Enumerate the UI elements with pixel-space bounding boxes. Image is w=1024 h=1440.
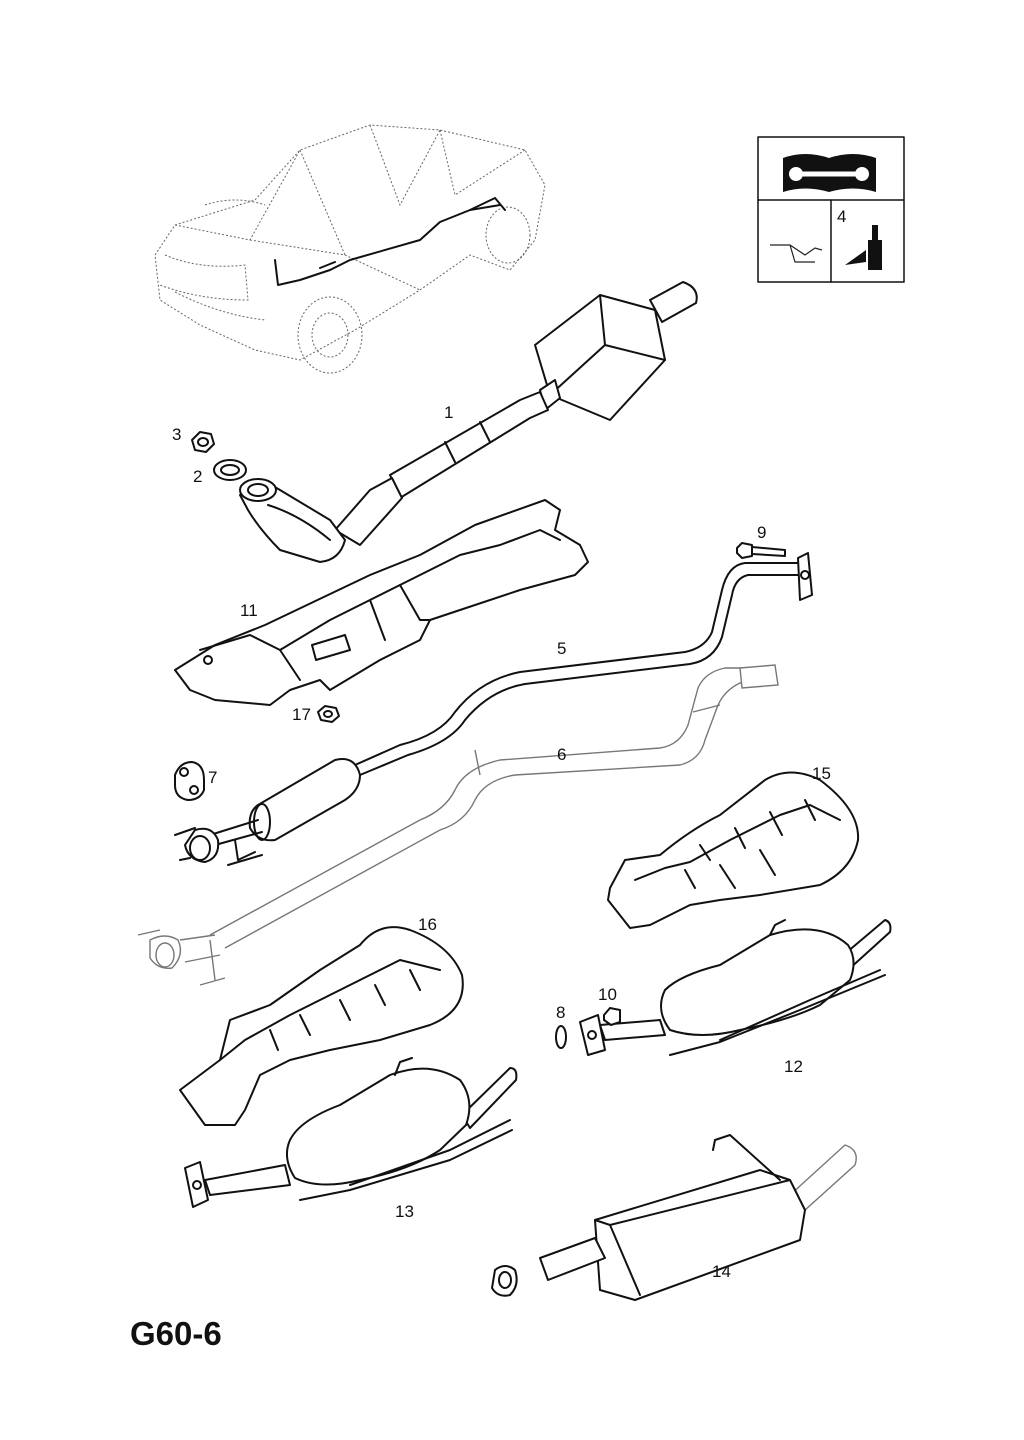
callout-14: 14 bbox=[712, 1262, 731, 1281]
callout-12: 12 bbox=[784, 1057, 803, 1076]
callout-17: 17 bbox=[292, 705, 311, 724]
callout-11: 11 bbox=[240, 601, 258, 620]
part-1-front-pipe-catalytic-converter bbox=[239, 281, 698, 563]
callout-10: 10 bbox=[598, 985, 617, 1004]
callout-5: 5 bbox=[557, 639, 566, 658]
callout-13: 13 bbox=[395, 1202, 414, 1221]
part-16-heat-shield bbox=[179, 926, 464, 1126]
part-2-gasket bbox=[213, 459, 247, 481]
part-15-heat-shield bbox=[607, 771, 860, 929]
part-12-rear-silencer bbox=[579, 919, 892, 1056]
part-10-nut bbox=[603, 1007, 621, 1026]
callout-6: 6 bbox=[557, 745, 566, 764]
workshop-manual-wrench-icon bbox=[783, 154, 876, 192]
part-11-heat-shield bbox=[174, 499, 589, 706]
underbody-reference-icon bbox=[770, 244, 823, 263]
icon-box-number: 4 bbox=[837, 207, 846, 226]
callout-2: 2 bbox=[193, 467, 202, 486]
callout-7: 7 bbox=[208, 768, 217, 787]
part-3-nut bbox=[191, 431, 215, 453]
callout-9: 9 bbox=[757, 523, 766, 542]
part-14-rear-muffler bbox=[491, 1134, 857, 1301]
callout-3: 3 bbox=[172, 425, 181, 444]
callout-16: 16 bbox=[418, 915, 437, 934]
sealant-bottle-icon bbox=[845, 225, 882, 270]
callout-15: 15 bbox=[812, 764, 831, 783]
callout-8: 8 bbox=[556, 1003, 565, 1022]
car-outline-illustration bbox=[154, 124, 546, 374]
part-7-rubber-hanger bbox=[174, 761, 205, 801]
part-9-bolt bbox=[736, 542, 786, 559]
part-6-intermediate-pipe-alt bbox=[137, 664, 779, 986]
callout-1: 1 bbox=[444, 403, 453, 422]
part-8-clamp-ring bbox=[555, 1025, 567, 1049]
part-5-intermediate-pipe bbox=[174, 552, 813, 866]
part-13-rear-silencer bbox=[184, 1057, 518, 1208]
reference-icon-box: 4 bbox=[757, 136, 905, 283]
part-17-nut bbox=[317, 705, 340, 723]
page-code: G60-6 bbox=[130, 1315, 222, 1352]
